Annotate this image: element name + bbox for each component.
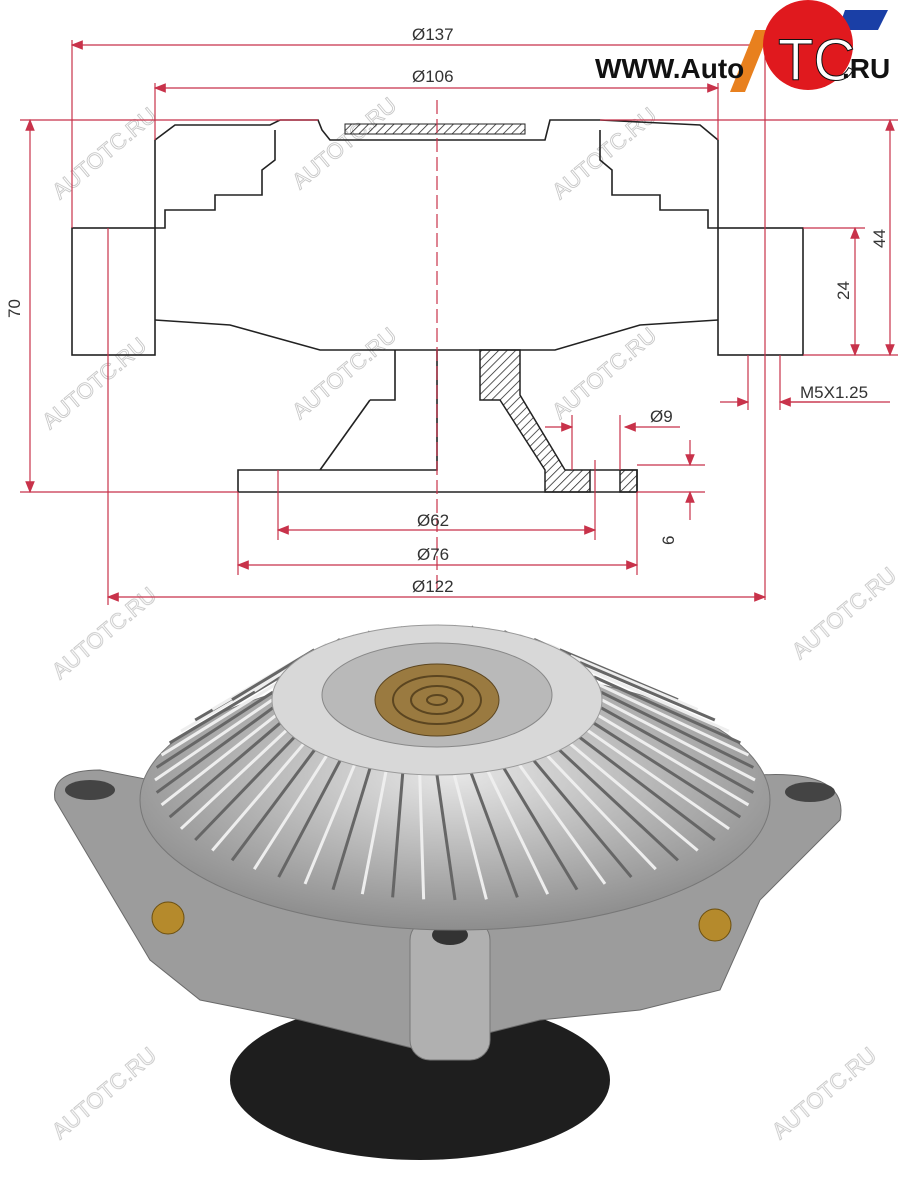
fin [303, 764, 356, 885]
fin [600, 690, 755, 769]
fin [601, 698, 756, 782]
fin [168, 722, 282, 819]
dim-plate-thickness: 6 [659, 536, 678, 545]
dim-bolt-span: Ø122 [412, 577, 454, 596]
fin [391, 773, 405, 898]
dim-inner-diameter: Ø106 [412, 67, 454, 86]
fin [593, 721, 742, 819]
fin [179, 729, 288, 830]
fin [518, 764, 607, 885]
fin [578, 736, 716, 842]
fin [569, 654, 699, 711]
dim-outer-diameter: Ø137 [412, 25, 454, 44]
fin [360, 771, 388, 895]
dim-bolt-circle: Ø76 [417, 545, 449, 564]
fin [230, 749, 316, 862]
fin [160, 714, 277, 807]
fin [154, 698, 273, 782]
svg-text:AUTOTC.RU: AUTOTC.RU [287, 322, 401, 423]
dim-thread: M5X1.25 [800, 383, 868, 402]
dim-hole-diameter: Ø9 [650, 407, 673, 426]
fin [597, 683, 750, 757]
svg-text:TC: TC [778, 28, 855, 93]
svg-text:AUTOTC.RU: AUTOTC.RU [767, 1042, 881, 1143]
fin [558, 749, 679, 862]
fin [194, 736, 296, 842]
fin [546, 754, 657, 871]
fin [486, 770, 550, 895]
dim-body-height: 44 [870, 229, 889, 248]
svg-text:AUTOTC.RU: AUTOTC.RU [547, 322, 661, 423]
fin [502, 767, 579, 891]
svg-text:AUTOTC.RU: AUTOTC.RU [37, 332, 151, 433]
dim-total-height: 70 [5, 299, 24, 318]
fin [160, 683, 277, 757]
svg-text:AUTOTC.RU: AUTOTC.RU [47, 1042, 161, 1143]
fin [579, 661, 716, 722]
svg-text:WWW.Auto: WWW.Auto [595, 53, 744, 84]
fin [211, 743, 305, 852]
fin [252, 754, 328, 870]
fin [593, 675, 741, 745]
svg-text:AUTOTC.RU: AUTOTC.RU [547, 102, 661, 203]
fin [155, 690, 274, 769]
fin [435, 774, 457, 901]
fin [569, 742, 699, 852]
fin [168, 675, 281, 745]
fin [532, 759, 633, 879]
svg-text:AUTOTC.RU: AUTOTC.RU [47, 582, 161, 683]
fin [452, 774, 488, 900]
fin [587, 668, 730, 733]
fin [155, 706, 274, 794]
svg-text:AUTOTC.RU: AUTOTC.RU [287, 92, 401, 193]
fin [277, 759, 342, 878]
fin [418, 774, 426, 900]
dim-pilot-diameter: Ø62 [417, 511, 449, 530]
fin [331, 768, 372, 891]
autotc-logo: WWW.Auto TC .RU [595, 0, 890, 94]
svg-text:AUTOTC.RU: AUTOTC.RU [47, 102, 161, 203]
fin [597, 714, 750, 807]
dimension-lines [20, 40, 898, 605]
fin [600, 706, 755, 794]
svg-text:AUTOTC.RU: AUTOTC.RU [787, 562, 900, 663]
fin [469, 772, 519, 898]
dim-flange-height: 24 [834, 281, 853, 300]
fan-clutch-photo [54, 624, 842, 1160]
fin [586, 729, 730, 831]
svg-text:.RU: .RU [842, 53, 890, 84]
